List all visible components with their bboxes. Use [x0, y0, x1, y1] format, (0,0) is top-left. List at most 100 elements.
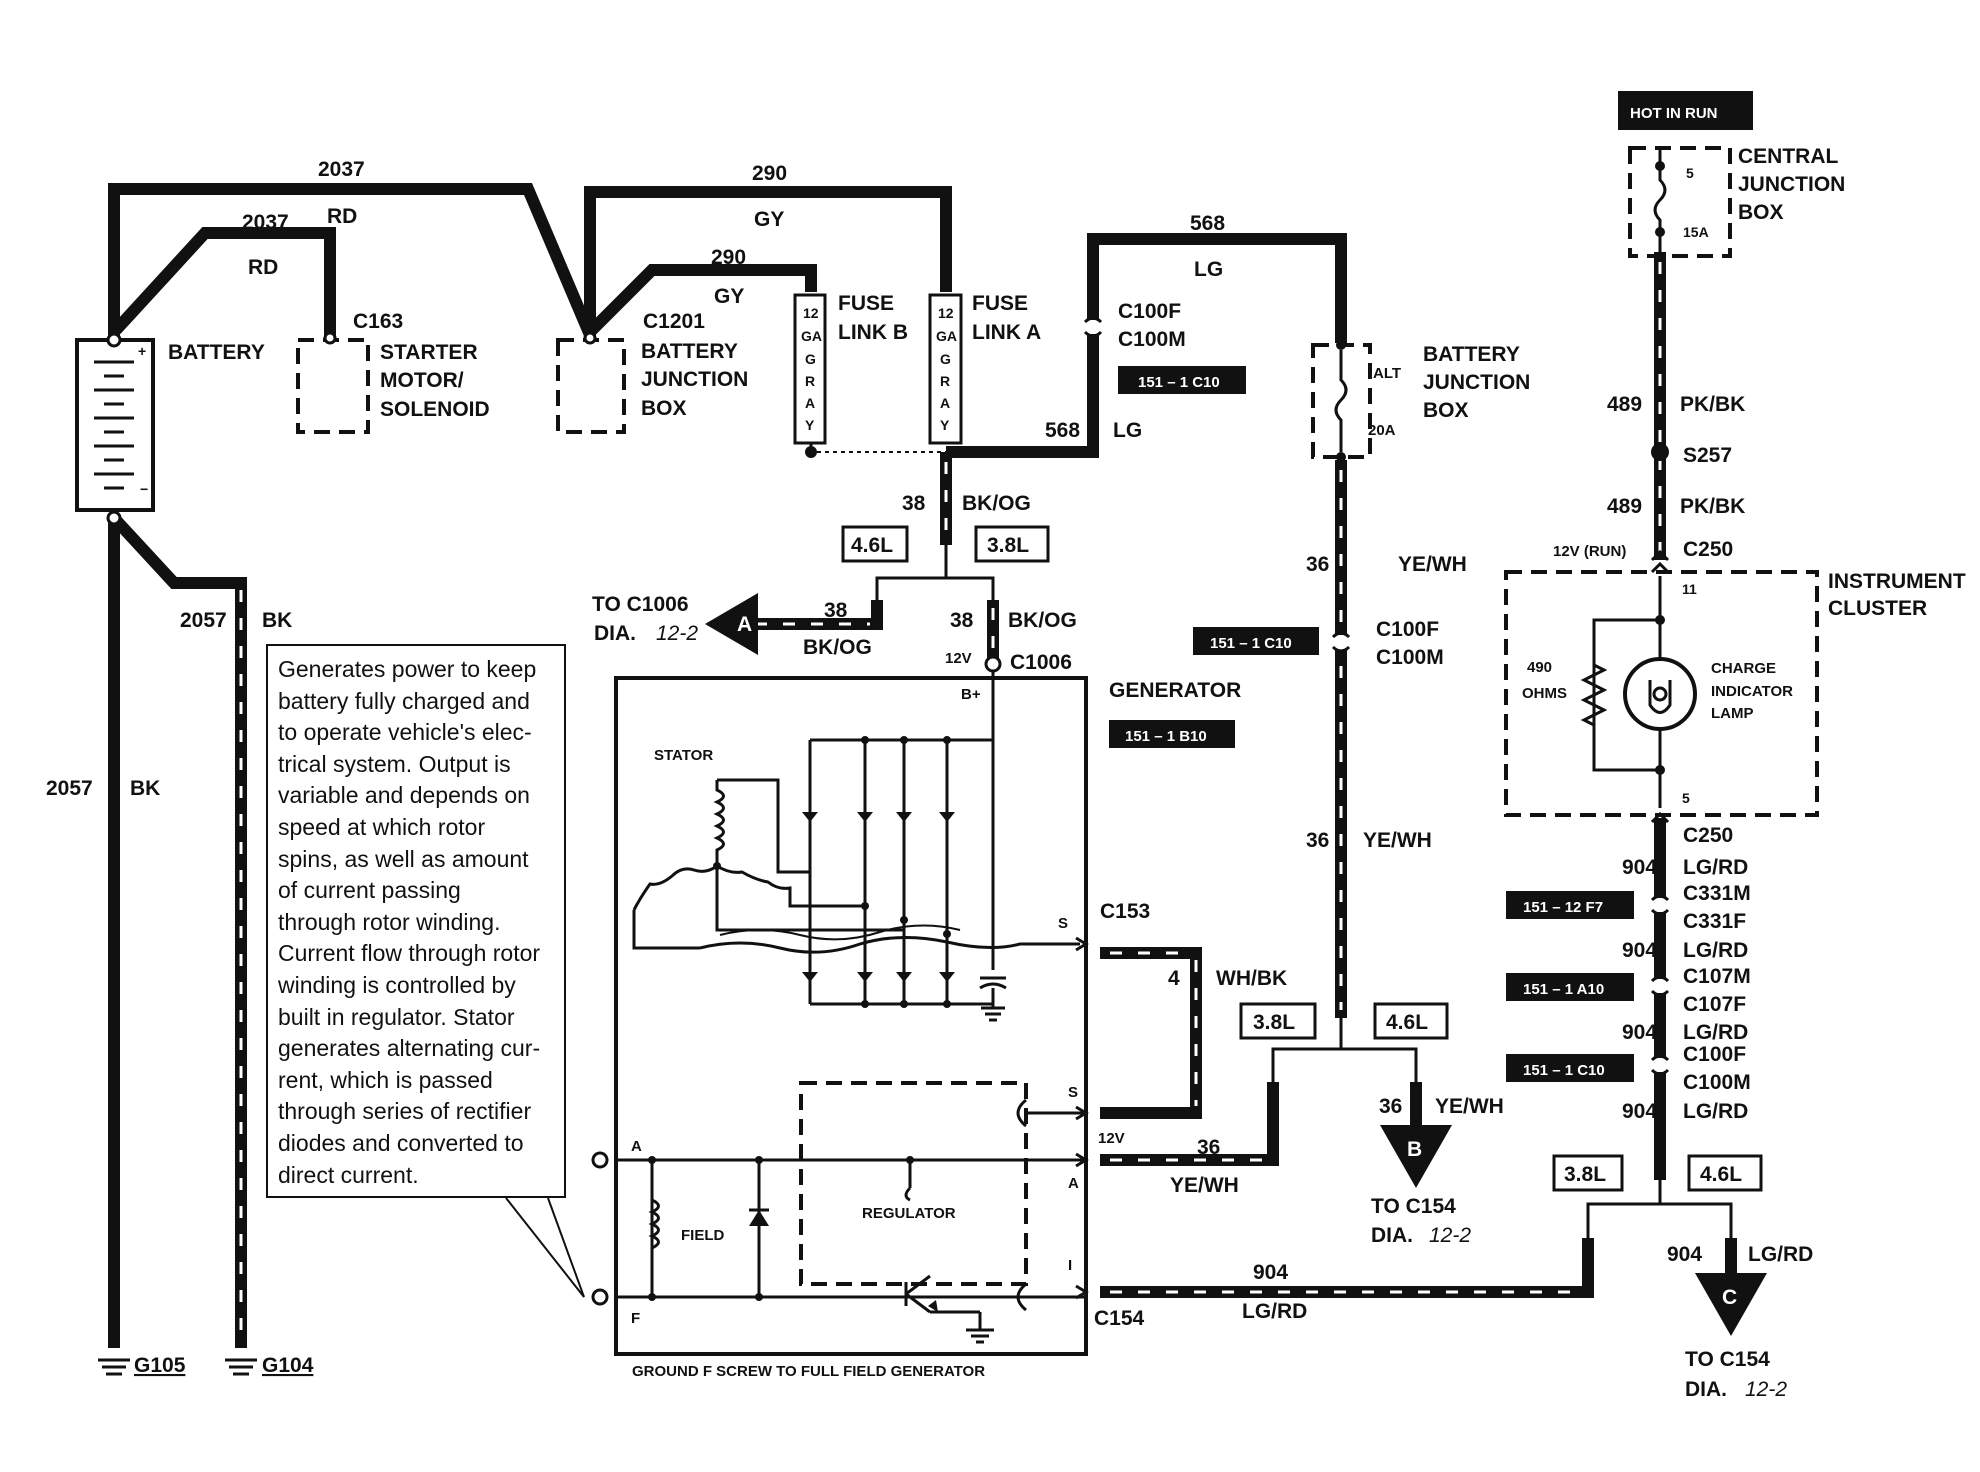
ground-note: GROUND F SCREW TO FULL FIELD GENERATOR [632, 1363, 985, 1380]
cjb-label-1: CENTRAL [1738, 145, 1838, 168]
pin-a-reg: A [1068, 1175, 1079, 1192]
c1006-12v: 12V [945, 650, 972, 667]
wire-904-color-4: LG/RD [1683, 1100, 1748, 1123]
fuse-link-a-label-1: FUSE [972, 292, 1028, 315]
g104-label: G104 [262, 1354, 314, 1377]
c331f-label: C331F [1683, 910, 1746, 933]
description-line: to operate vehicle's elec- [278, 719, 532, 746]
offpage-b-arrow [1380, 1125, 1452, 1188]
w904-color-C: LG/RD [1748, 1243, 1813, 1266]
w2057-num-right: 2057 [180, 609, 227, 632]
engine-38-38: 3.8L [987, 534, 1029, 557]
w489-num-1: 489 [1607, 393, 1642, 416]
c154-label: C154 [1094, 1307, 1145, 1330]
generator-box [614, 676, 1088, 1356]
description-line: winding is controlled by [278, 971, 516, 998]
description-line: direct current. [278, 1161, 419, 1188]
description-line: generates alternating cur- [278, 1035, 541, 1062]
w38-num-c1006: 38 [950, 609, 974, 632]
engine-46-36: 4.6L [1386, 1011, 1428, 1034]
offpage-c-to: TO C154 [1685, 1348, 1770, 1371]
cjb-fuse-number: 5 [1686, 165, 1694, 181]
s257-label: S257 [1683, 444, 1732, 467]
pin-i: I [1068, 1257, 1072, 1274]
charge-indicator-lamp [1623, 657, 1697, 731]
w4-color: WH/BK [1216, 967, 1287, 990]
w489-color-1: PK/BK [1680, 393, 1745, 416]
w290-num-outer: 290 [752, 162, 787, 185]
w2037-color-outer: RD [327, 205, 357, 228]
w2037-num-outer: 2037 [318, 158, 365, 181]
w38-num-top: 38 [902, 492, 926, 515]
c100m-mid-label: C100M [1376, 646, 1444, 669]
w36-num-2: 36 [1306, 829, 1329, 852]
wire-38-to-A [745, 600, 883, 630]
c107m-label: C107M [1683, 965, 1751, 988]
split-904 [1586, 1180, 1733, 1238]
description-line: of current passing [278, 877, 461, 904]
pin-f: F [631, 1310, 640, 1327]
wire-2037-inner [111, 227, 336, 338]
ref-b10: 151 – 1 B10 [1125, 728, 1207, 745]
description-line: trical system. Output is [278, 750, 511, 777]
w38-color-A: BK/OG [803, 636, 872, 659]
c1006-label: C1006 [1010, 651, 1072, 674]
svg-text:A: A [940, 395, 950, 411]
offpage-b-letter: B [1407, 1138, 1422, 1161]
ref-c10-right: 151 – 1 C10 [1523, 1062, 1605, 1079]
w568-color-bottom: LG [1113, 419, 1142, 442]
wire-904-num-2: 904 [1622, 939, 1657, 962]
description-line: Generates power to keep [278, 656, 537, 682]
ref-f7: 151 – 12 F7 [1523, 899, 1603, 916]
c331m-label: C331M [1683, 882, 1751, 905]
offpage-c-arrow [1695, 1273, 1767, 1336]
w38-color-c1006: BK/OG [1008, 609, 1077, 632]
c153-label: C153 [1100, 900, 1150, 923]
battery-symbol: + − [75, 332, 155, 526]
fuse-link-b-label-1: FUSE [838, 292, 894, 315]
c100f-right-label: C100F [1683, 1043, 1746, 1066]
regulator-transistor [904, 1274, 994, 1344]
engine-46-38: 4.6L [851, 534, 893, 557]
w36-num-1: 36 [1306, 553, 1329, 576]
description-line: through rotor winding. [278, 908, 501, 935]
w36-num-B: 36 [1379, 1095, 1402, 1118]
bjb-left-label-3: BOX [641, 397, 687, 420]
gen-12v: 12V [1098, 1130, 1125, 1147]
w904-num-C: 904 [1667, 1243, 1702, 1266]
offpage-a-num: 12-2 [656, 622, 698, 645]
svg-text:G: G [940, 351, 951, 367]
lamp-label-2: INDICATOR [1711, 683, 1793, 700]
pin-5: 5 [1682, 790, 1690, 806]
wire-904-color-1: LG/RD [1683, 856, 1748, 879]
ground-g104 [225, 1358, 257, 1376]
wire-2037-outer [108, 183, 596, 340]
instrument-cluster-label-1: INSTRUMENT [1828, 570, 1966, 593]
svg-text:A: A [805, 395, 815, 411]
offpage-a-dia: DIA. [594, 622, 636, 645]
wire-904-num-3: 904 [1622, 1021, 1657, 1044]
bjb-right-label-3: BOX [1423, 399, 1469, 422]
w38-num-A: 38 [824, 599, 848, 622]
w290-color-inner: GY [714, 285, 744, 308]
bjb-left-label-1: BATTERY [641, 340, 738, 363]
regulator-box [799, 1081, 1028, 1286]
wire-36-gen [1100, 1082, 1279, 1166]
fuse-link-b-label-2: LINK B [838, 321, 908, 344]
w904-num-gen: 904 [1253, 1261, 1288, 1284]
starter-label-3: SOLENOID [380, 398, 490, 421]
wire-904-gen [1100, 1238, 1594, 1298]
svg-text:GA: GA [801, 328, 822, 344]
offpage-c-num: 12-2 [1745, 1378, 1787, 1401]
c163-label: C163 [353, 310, 403, 333]
wire-4 [1100, 947, 1202, 1119]
c100f-mid-label: C100F [1376, 618, 1439, 641]
field-label: FIELD [681, 1227, 724, 1244]
description-line: spins, as well as amount [278, 845, 529, 872]
resistor-label-2: OHMS [1522, 685, 1567, 702]
alt-fuse-amps: 20A [1368, 422, 1396, 439]
cjb-label-3: BOX [1738, 201, 1784, 224]
w36-num-gen: 36 [1197, 1136, 1220, 1159]
ref-c10-mid: 151 – 1 C10 [1210, 635, 1292, 652]
b-plus-label: B+ [961, 686, 981, 703]
